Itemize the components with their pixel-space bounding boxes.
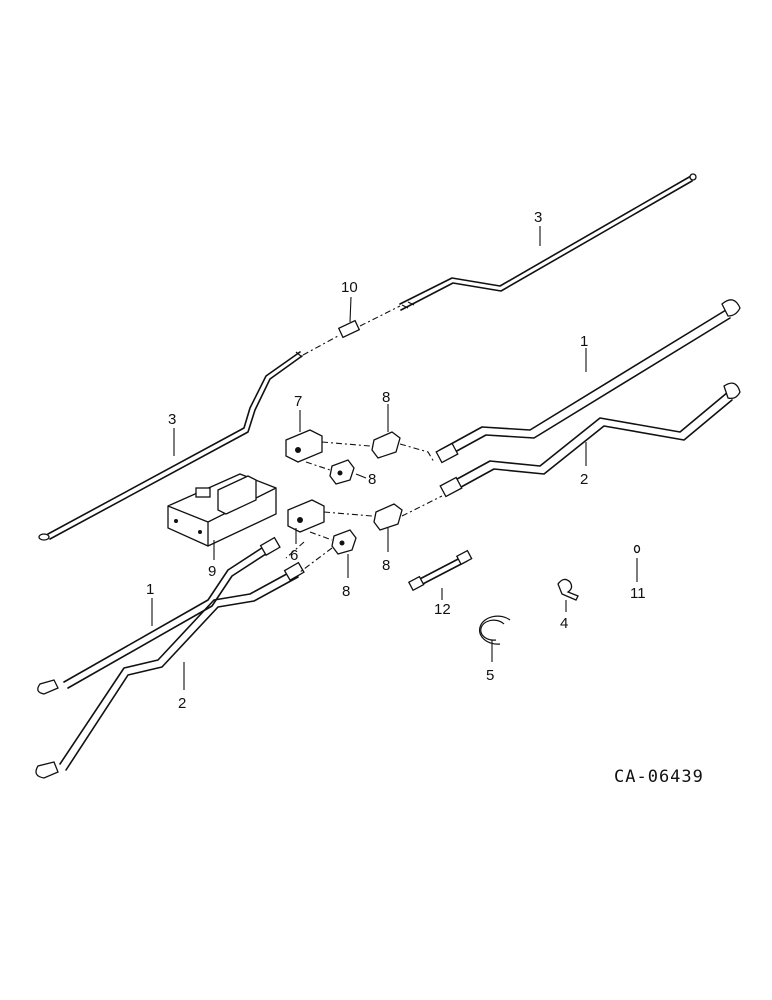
callout-10: 10 bbox=[341, 279, 358, 296]
short-tube-12 bbox=[407, 549, 473, 600]
elbow-8-top bbox=[371, 404, 435, 463]
callout-2-left: 2 bbox=[178, 695, 186, 712]
callout-2-right: 2 bbox=[580, 471, 588, 488]
callout-5: 5 bbox=[486, 667, 494, 684]
callout-8-mid-upper: 8 bbox=[368, 471, 376, 488]
small-part-11 bbox=[633, 544, 641, 582]
callout-8-top: 8 bbox=[382, 389, 390, 406]
line-1-left bbox=[37, 536, 281, 695]
elbow-8-mid-lower bbox=[373, 495, 443, 552]
callout-3-left: 3 bbox=[168, 411, 176, 428]
tube-3-upper bbox=[399, 173, 697, 311]
clip-4 bbox=[557, 578, 579, 612]
ring-5 bbox=[478, 615, 511, 662]
callout-7: 7 bbox=[294, 393, 302, 410]
elbow-8-mid-upper bbox=[329, 459, 367, 485]
callout-4: 4 bbox=[560, 615, 568, 632]
tube-3-left bbox=[38, 351, 303, 541]
callout-9: 9 bbox=[208, 563, 216, 580]
callout-8-mid-lower: 8 bbox=[382, 557, 390, 574]
drawing-code: CA-06439 bbox=[614, 767, 704, 787]
coupler-10 bbox=[302, 296, 401, 356]
line-1-right bbox=[435, 299, 741, 464]
line-2-left bbox=[35, 561, 305, 779]
callout-1-left: 1 bbox=[146, 581, 154, 598]
block-6 bbox=[285, 499, 373, 559]
callout-3-top: 3 bbox=[534, 209, 542, 226]
callout-1-right: 1 bbox=[580, 333, 588, 350]
line-2-right bbox=[439, 382, 741, 498]
bracket-9 bbox=[167, 473, 277, 547]
block-7 bbox=[285, 410, 371, 471]
callout-11: 11 bbox=[630, 585, 646, 602]
callout-12: 12 bbox=[434, 601, 451, 618]
callout-8-bottom: 8 bbox=[342, 583, 350, 600]
elbow-8-bottom bbox=[299, 529, 357, 578]
callout-6: 6 bbox=[290, 547, 298, 564]
